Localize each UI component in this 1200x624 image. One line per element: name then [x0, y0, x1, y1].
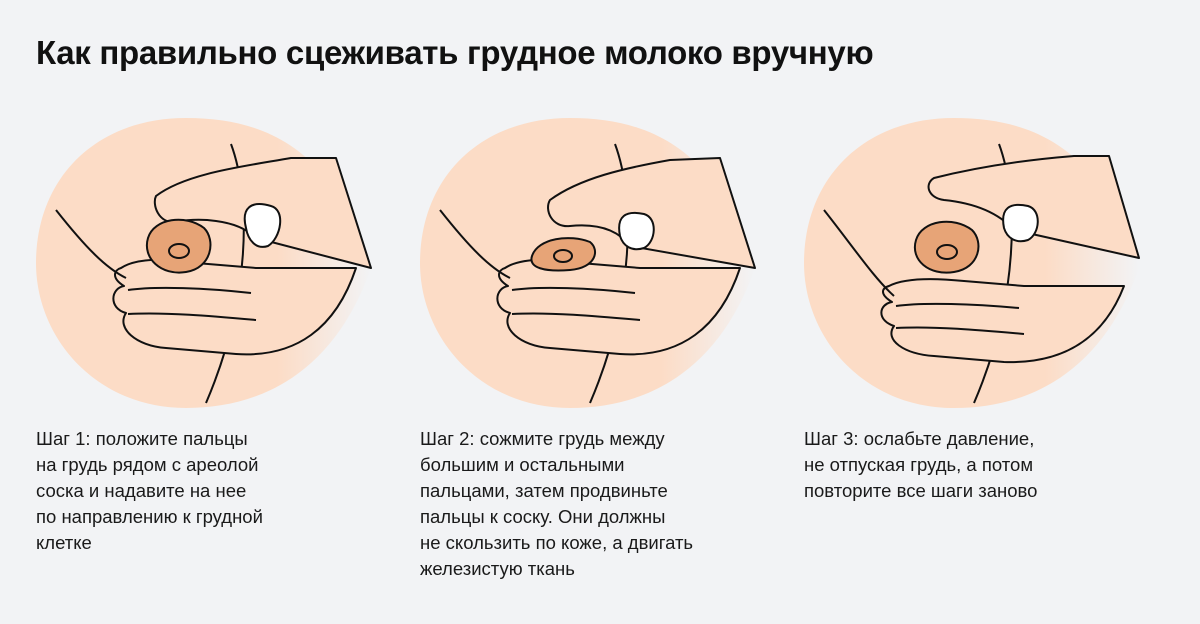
caption-line: пальцами, затем продвиньте	[420, 480, 668, 501]
finger-line	[511, 312, 641, 321]
areola-shape	[530, 237, 596, 272]
caption-line: железистую ткань	[420, 558, 575, 579]
fingers-shape	[880, 278, 1125, 364]
nipple-shape	[936, 244, 958, 260]
step-3-illustration	[804, 118, 1140, 408]
finger-line	[127, 286, 252, 294]
caption-line: клетке	[36, 532, 92, 553]
finger-line	[127, 312, 257, 321]
caption-line: Шаг 1: положите пальцы	[36, 428, 248, 449]
caption-line: соска и надавите на нее	[36, 480, 247, 501]
gap-shape	[618, 211, 655, 251]
chest-line	[55, 209, 127, 279]
areola-shape	[145, 218, 212, 274]
nipple-shape	[553, 249, 573, 263]
caption-line: Шаг 2: сожмите грудь между	[420, 428, 665, 449]
caption-line: Шаг 3: ослабьте давление,	[804, 428, 1035, 449]
caption-line: по направлению к грудной	[36, 506, 263, 527]
step-2-caption: Шаг 2: сожмите грудь между большим и ост…	[420, 426, 760, 582]
chest-line	[823, 209, 895, 297]
finger-line	[895, 302, 1020, 309]
body-contour-line	[589, 143, 629, 404]
page-title: Как правильно сцеживать грудное молоко в…	[36, 34, 874, 71]
chest-line	[439, 209, 511, 279]
caption-line: большим и остальными	[420, 454, 625, 475]
caption-line: пальцы к соску. Они должны	[420, 506, 666, 527]
gap-shape	[1002, 203, 1039, 243]
finger-line	[895, 326, 1025, 335]
areola-shape	[913, 220, 980, 274]
finger-line	[511, 286, 636, 294]
step-1-caption: Шаг 1: положите пальцы на грудь рядом с …	[36, 426, 376, 556]
step-2-illustration	[420, 118, 756, 408]
caption-line: не отпуская грудь, а потом	[804, 454, 1034, 475]
caption-line: повторите все шаги заново	[804, 480, 1038, 501]
step-1-illustration	[36, 118, 372, 408]
caption-line: на грудь рядом с ареолой	[36, 454, 259, 475]
nipple-shape	[168, 243, 190, 259]
step-3-caption: Шаг 3: ослабьте давление, не отпуская гр…	[804, 426, 1144, 504]
gap-shape	[243, 203, 282, 248]
caption-line: не скользить по коже, а двигать	[420, 532, 694, 553]
